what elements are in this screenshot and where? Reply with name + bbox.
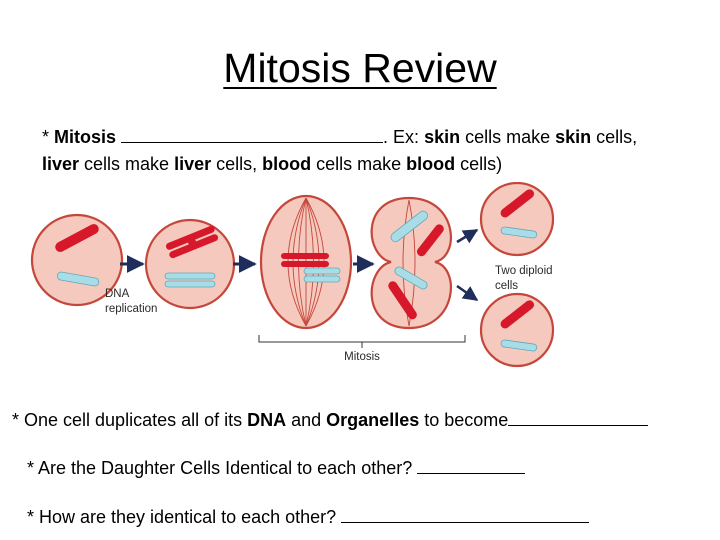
text-fragment: to become xyxy=(419,410,508,430)
term-dna: DNA xyxy=(247,410,286,430)
arrow xyxy=(457,286,477,300)
replicated-cell xyxy=(146,220,234,308)
daughter-cell-bottom xyxy=(481,294,553,366)
fill-in-blank[interactable] xyxy=(417,455,525,474)
question-2: * Are the Daughter Cells Identical to ea… xyxy=(27,455,525,481)
text-fragment: cells) xyxy=(455,154,502,174)
label-mitosis: Mitosis xyxy=(344,351,380,363)
text-fragment: cells make xyxy=(311,154,406,174)
mitosis-diagram: DNA replication Mitosis Two diploid cell… xyxy=(25,182,565,370)
term-blood: blood xyxy=(406,154,455,174)
text-fragment: cells make xyxy=(79,154,174,174)
arrow xyxy=(457,230,477,242)
term-skin: skin xyxy=(424,127,460,147)
mitosis-definition-line-2: liver cells make liver cells, blood cell… xyxy=(42,151,502,177)
text-fragment: and xyxy=(286,410,326,430)
dividing-cell xyxy=(372,198,451,328)
text-fragment: * How are they identical to each other? xyxy=(27,507,341,527)
text-fragment: * Are the Daughter Cells Identical to ea… xyxy=(27,458,417,478)
text-fragment: . Ex: xyxy=(383,127,424,147)
term-skin: skin xyxy=(555,127,591,147)
bullet-marker: * xyxy=(42,127,54,147)
fill-in-blank[interactable] xyxy=(508,407,648,426)
text-fragment: cells, xyxy=(591,127,637,147)
label-replication: replication xyxy=(105,303,157,315)
term-blood: blood xyxy=(262,154,311,174)
term-liver: liver xyxy=(42,154,79,174)
label-two-diploid: Two diploid xyxy=(495,265,553,277)
text-fragment: * One cell duplicates all of its xyxy=(12,410,247,430)
term-mitosis: Mitosis xyxy=(54,127,116,147)
mitosis-bracket xyxy=(259,335,465,342)
question-1: * One cell duplicates all of its DNA and… xyxy=(12,407,648,433)
daughter-cell-top xyxy=(481,183,553,255)
label-dna: DNA xyxy=(105,288,130,300)
term-organelles: Organelles xyxy=(326,410,419,430)
term-liver: liver xyxy=(174,154,211,174)
fill-in-blank xyxy=(121,124,383,143)
fill-in-blank[interactable] xyxy=(341,504,589,523)
slide-title: Mitosis Review xyxy=(0,42,720,94)
mitosis-definition-line-1: * Mitosis . Ex: skin cells make skin cel… xyxy=(42,124,637,150)
label-cells: cells xyxy=(495,280,518,292)
text-fragment: cells, xyxy=(211,154,262,174)
text-fragment: cells make xyxy=(460,127,555,147)
question-3: * How are they identical to each other? xyxy=(27,504,589,530)
slide-title-text: Mitosis Review xyxy=(223,45,496,91)
metaphase-cell xyxy=(261,196,351,328)
